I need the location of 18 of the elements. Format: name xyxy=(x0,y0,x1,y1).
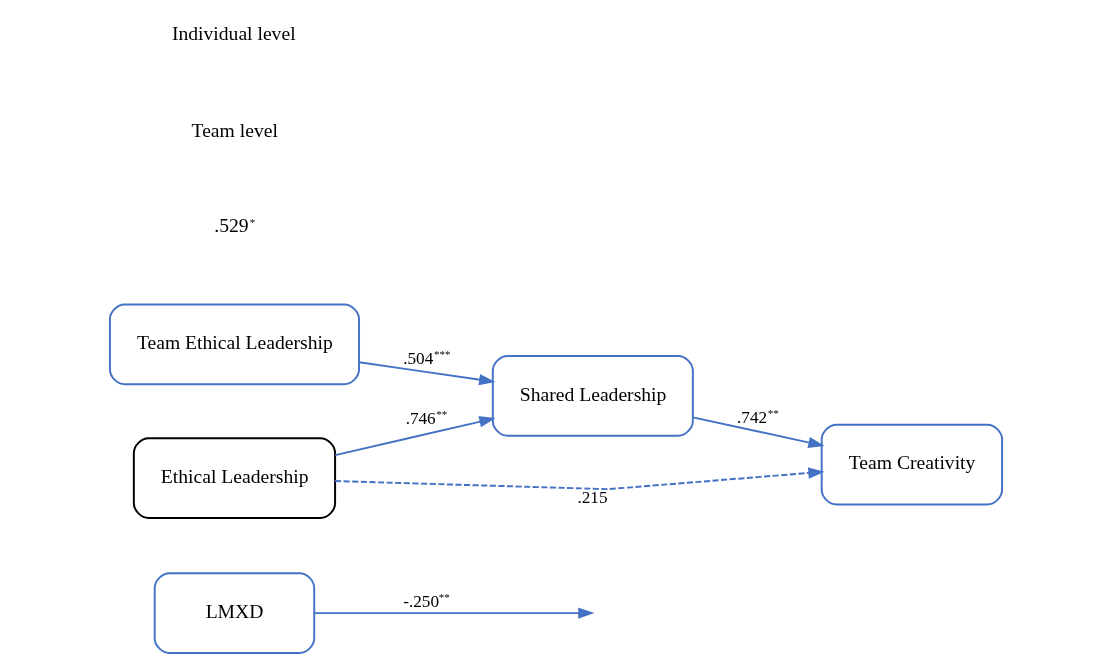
node-box: Ethical Leadership xyxy=(132,437,337,519)
edge-label: .504$^{***}$ xyxy=(403,348,451,369)
arrow xyxy=(691,416,825,449)
edge-label: .215 xyxy=(577,487,608,507)
label: Individual level xyxy=(171,22,296,44)
label: .529$^{*}$ xyxy=(214,215,256,237)
node-box: Shared Leadership xyxy=(491,355,694,437)
arrow xyxy=(358,361,496,386)
edge-label: .746$^{**}$ xyxy=(405,408,448,429)
node-box: Team Ethical Leadership xyxy=(108,303,360,386)
arrow xyxy=(313,607,595,619)
label: Team level xyxy=(191,119,278,141)
edge-label: .742$^{**}$ xyxy=(737,407,779,428)
node-box: Team Creativity xyxy=(820,423,1004,506)
node-box: LMXD xyxy=(153,572,316,654)
arrow xyxy=(334,467,825,491)
edge-label: -.250$^{**}$ xyxy=(403,591,450,612)
arrow xyxy=(334,416,496,457)
